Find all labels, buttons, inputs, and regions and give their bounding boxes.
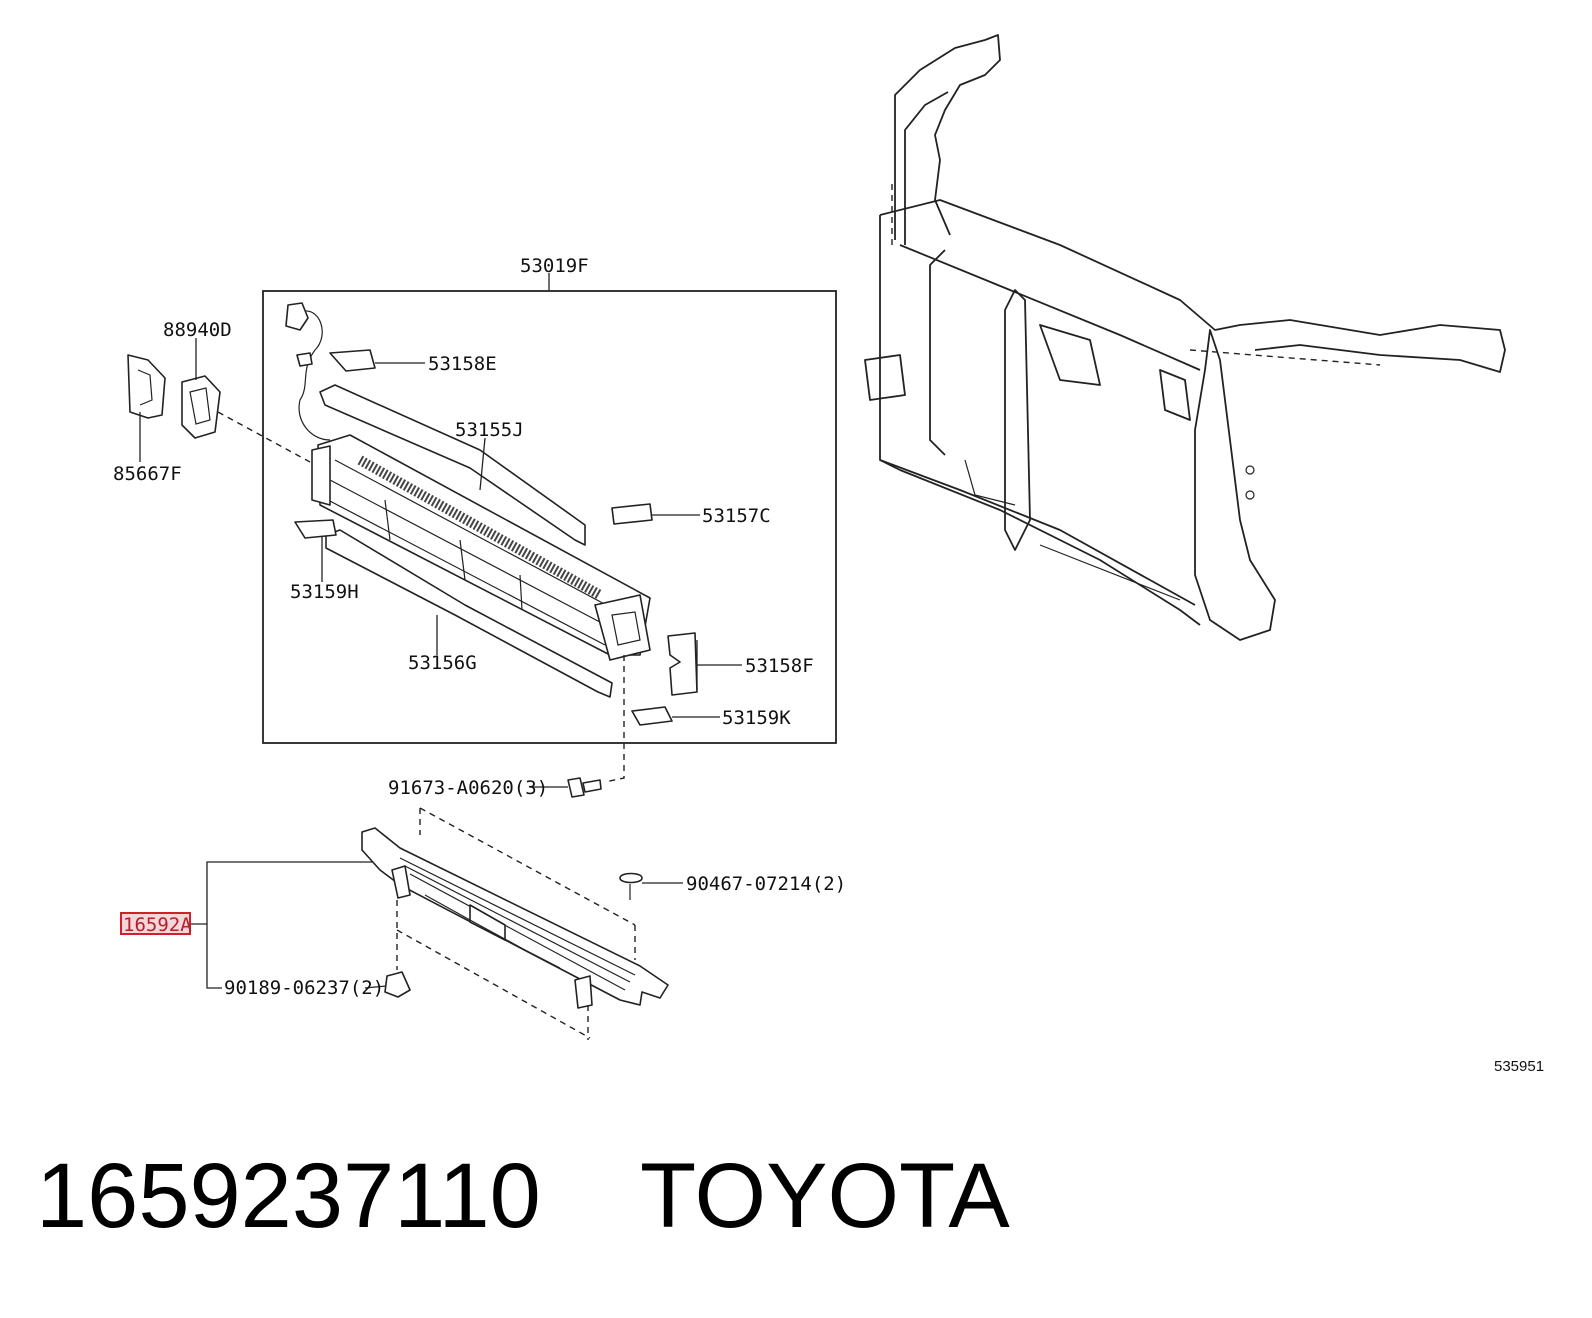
radiator-support-drawing (864, 34, 1506, 641)
nut-drawing (384, 971, 411, 998)
clip-drawing (619, 872, 643, 900)
grille-assembly-drawing (311, 434, 651, 661)
diagram-id: 535951 (1494, 1058, 1544, 1075)
callout-53156G[interactable]: 53156G (408, 652, 477, 674)
sensor-88940D-drawing (181, 375, 221, 439)
bolt-drawing (567, 777, 602, 798)
callout-53158E[interactable]: 53158E (428, 353, 497, 375)
pad-53158F-drawing (667, 632, 698, 696)
dashed-leaders (217, 411, 636, 1040)
callout-90467-07214[interactable]: 90467-07214(2) (686, 873, 846, 895)
callout-53019F[interactable]: 53019F (520, 255, 589, 277)
footer-brand: TOYOTA (640, 1145, 1010, 1247)
callout-91673-A0620[interactable]: 91673-A0620(3) (388, 777, 548, 799)
callout-88940D[interactable]: 88940D (163, 319, 232, 341)
callout-53157C[interactable]: 53157C (702, 505, 771, 527)
pad-53157C-drawing (611, 503, 653, 525)
callout-53155J[interactable]: 53155J (455, 419, 524, 441)
solid-leaders (139, 338, 742, 989)
callout-85667F[interactable]: 85667F (113, 463, 182, 485)
pad-53158E-drawing (329, 349, 376, 372)
pad-53159K-drawing (631, 706, 673, 726)
callout-53159K[interactable]: 53159K (722, 707, 791, 729)
callout-labels: 53019F 53158E 53155J 53157C 53159H 53156… (113, 255, 1544, 1075)
seal-53155J-drawing (319, 384, 586, 546)
assembly-box (262, 273, 837, 744)
callout-90189-06237[interactable]: 90189-06237(2) (224, 977, 384, 999)
callout-16592A[interactable]: 16592A (123, 914, 192, 936)
seal-53156G-drawing (325, 529, 613, 698)
callout-53158F[interactable]: 53158F (745, 655, 814, 677)
bracket-85667F-drawing (127, 354, 166, 419)
highlight-box (120, 912, 191, 935)
callout-53159H[interactable]: 53159H (290, 581, 359, 603)
wire-harness-drawing (285, 302, 331, 441)
cover-16592A-drawing (361, 827, 669, 1009)
footer-part-number: 1659237110 (36, 1145, 541, 1247)
pad-53159H-drawing (294, 519, 337, 539)
